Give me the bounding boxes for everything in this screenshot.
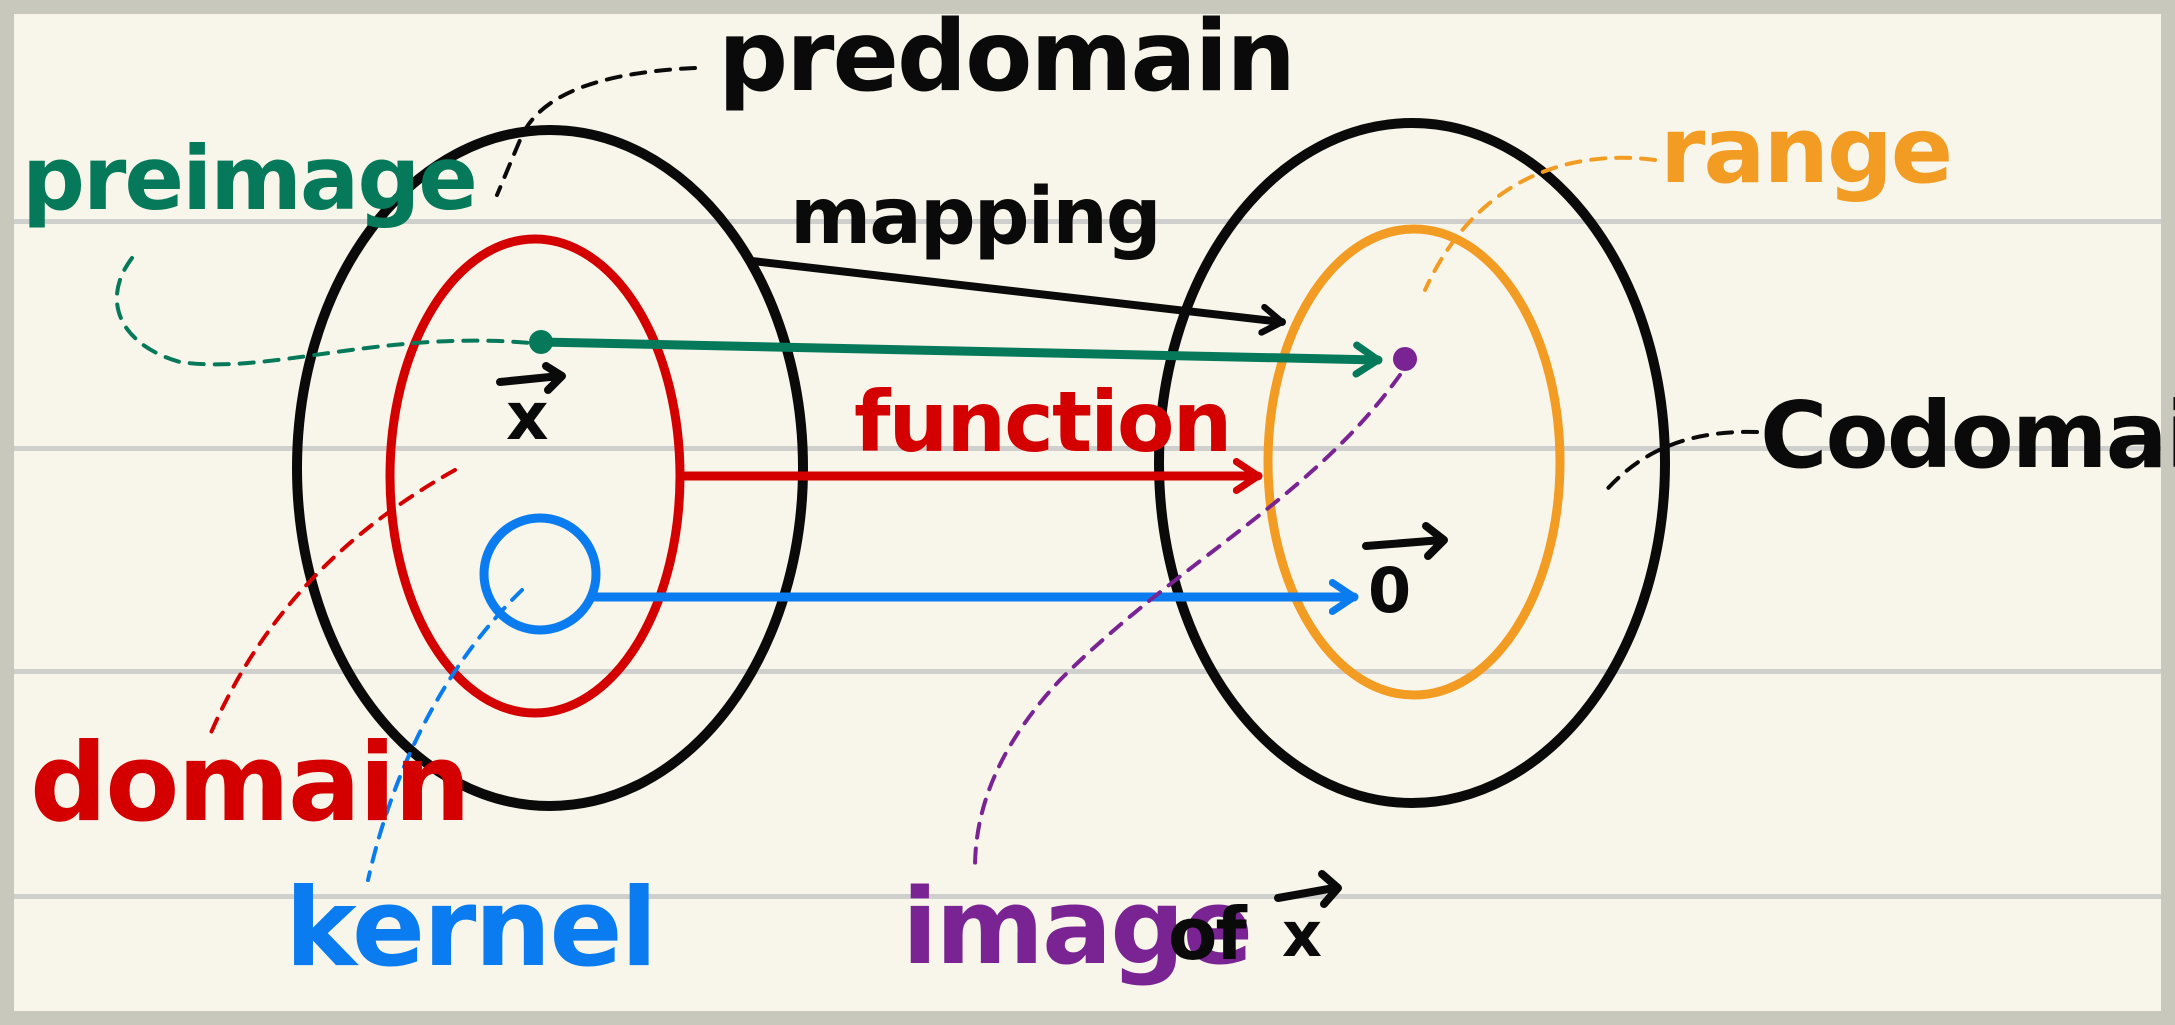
range-label: range [1660,97,1953,204]
ruled-line [14,446,2161,451]
codomain-set [1154,118,1670,808]
range-set [1263,224,1565,700]
range-leader [1423,155,1657,292]
of-label: of [1168,892,1247,976]
zero-vector-label: 0 [1358,518,1458,628]
preimage-to-image-arrow [536,337,1383,378]
predomain-leader [495,66,697,197]
preimage-label: preimage [22,127,478,230]
x-vector-letter: x [506,378,549,455]
predomain-label: predomain [718,0,1296,114]
zero-vector-digit: 0 [1368,554,1411,627]
vector-arrow-icon [1362,522,1448,560]
kernel-set [479,513,601,635]
ruled-line [14,219,2161,224]
ruled-line [14,894,2161,899]
preimage-point [529,330,553,354]
kernel-leader [366,588,524,882]
image-label: image [902,866,1253,988]
of-x-vector-letter: x [1282,898,1322,971]
codomain-label: Codomain [1760,382,2175,489]
of-x-vector-label: x [1272,868,1352,978]
domain-label: domain [30,721,471,846]
mapping-arrow [748,257,1286,336]
preimage-leader [114,256,533,367]
x-vector-label: x [494,362,574,462]
codomain-leader [1600,429,1759,497]
ruled-line [14,669,2161,674]
vector-arrow-icon [496,362,566,394]
domain-set [385,234,685,718]
notebook-page [14,14,2161,1011]
domain-leader [208,468,457,737]
kernel-label: kernel [285,866,658,991]
image-leader [973,373,1402,870]
vector-arrow-icon [1274,870,1342,908]
predomain-set [292,125,808,811]
image-point [1393,347,1417,371]
mapping-label: mapping [790,172,1162,262]
function-label: function [854,373,1232,471]
